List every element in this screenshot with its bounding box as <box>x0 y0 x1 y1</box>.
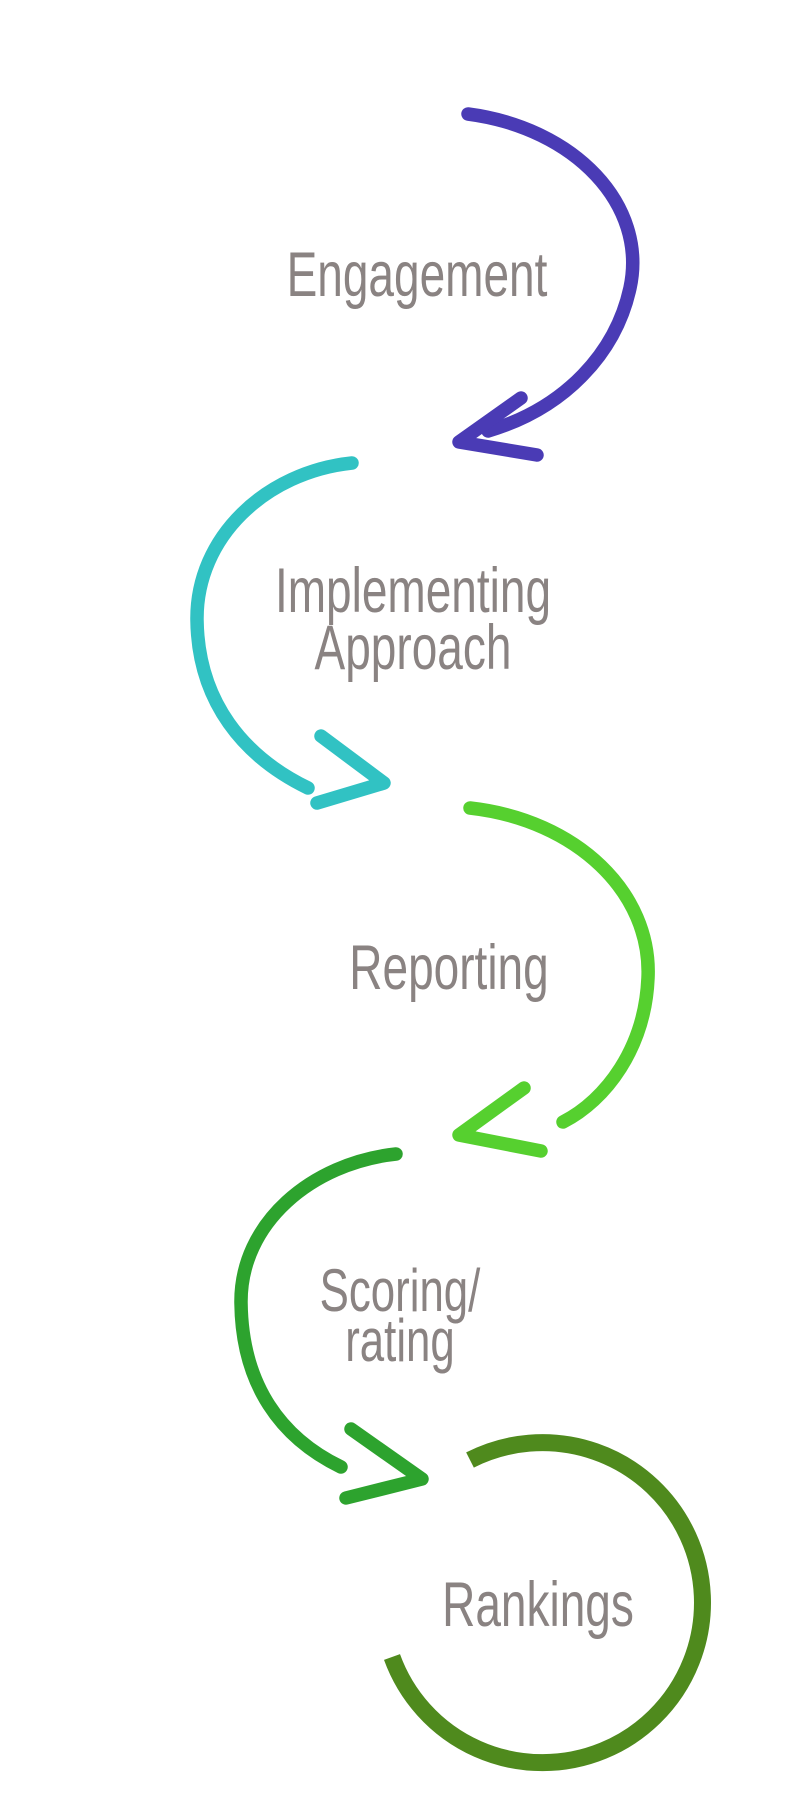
implementing-approach-arrow <box>190 456 391 810</box>
engagement-arrow-arc <box>461 107 640 438</box>
implementing-approach-arrow-arc <box>190 456 359 795</box>
reporting-arrow <box>452 801 655 1158</box>
label-scoring-line: Scoring/ <box>319 1257 481 1324</box>
label-rating-line: rating <box>345 1307 455 1374</box>
label-engagement: Engagement <box>117 240 717 310</box>
label-rankings: Rankings <box>238 1570 800 1640</box>
label-scoring-rating: Scoring/ rating <box>100 1257 700 1374</box>
label-reporting: Reporting <box>149 933 749 1003</box>
reporting-arrow-arc <box>463 801 655 1129</box>
label-rankings-line: Rankings <box>442 1570 634 1640</box>
label-implementing-approach: Implementing Approach <box>113 556 713 683</box>
rankings-arrow <box>384 1434 711 1772</box>
label-implementing-line: Implementing <box>274 556 552 626</box>
implementing-approach-arrowhead-icon <box>310 729 391 810</box>
label-reporting-line: Reporting <box>349 933 549 1003</box>
scoring-rating-arrowhead-icon <box>339 1422 429 1505</box>
scoring-rating-arrow-arc <box>234 1147 403 1474</box>
rankings-circle-arc <box>384 1434 711 1772</box>
engagement-arrow <box>452 107 640 462</box>
label-approach-line: Approach <box>314 613 512 683</box>
label-engagement-line: Engagement <box>286 240 548 310</box>
engagement-arrowhead-icon <box>452 391 544 462</box>
scoring-rating-arrow <box>234 1147 429 1505</box>
reporting-arrowhead-icon <box>452 1081 548 1158</box>
